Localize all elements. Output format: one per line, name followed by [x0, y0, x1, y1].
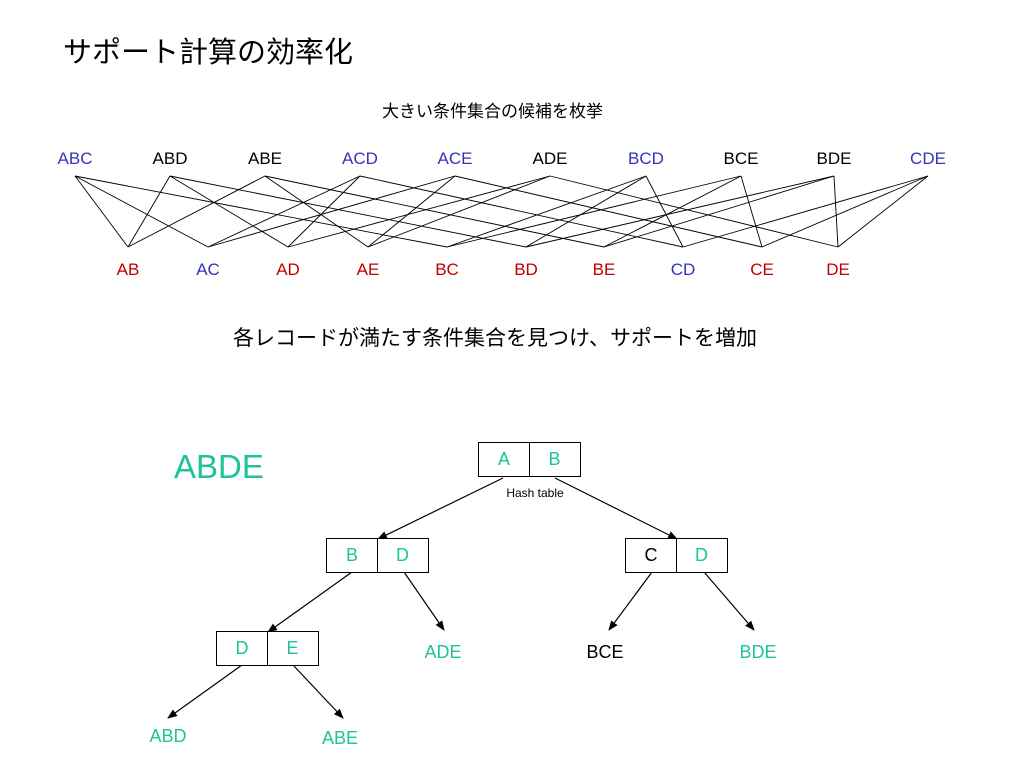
edge-leftleft-abd [167, 664, 243, 719]
leaf-itemset: ADE [424, 642, 462, 662]
lattice-edge-bde-bd [525, 175, 835, 248]
lattice-edge-bcd-bd [525, 175, 647, 248]
bottom-itemset-ab: AB [117, 260, 140, 279]
lattice-edge-bde-be [603, 175, 835, 248]
candidates-caption: 大きい条件集合の候補を枚挙 [382, 102, 603, 122]
top-itemset-bcd: BCD [628, 149, 664, 168]
slide-title: サポート計算の効率化 [63, 35, 354, 69]
bottom-itemset-bc: BC [435, 260, 459, 279]
hash-node-right: C D [625, 538, 728, 573]
leaf-itemset: BCE [586, 642, 624, 662]
bottom-itemset-bd: BD [514, 260, 538, 279]
lattice-edge-bce-bc [446, 175, 742, 248]
lattice-edge-cde-cd [682, 175, 929, 248]
top-itemset-ade: ADE [533, 149, 568, 168]
lattice-edge-acd-ad [287, 175, 361, 248]
lattice-edge-abe-be [264, 175, 605, 248]
lattice-edge-bcd-bc [446, 175, 647, 248]
hash-node-root: A B [478, 442, 581, 477]
record-label: ABDE [174, 448, 264, 485]
edge-left-leftleft [267, 571, 353, 633]
hash-cell: E [267, 632, 317, 665]
lattice-edge-abc-ac [74, 175, 209, 248]
lattice-edge-abe-ab [127, 175, 266, 248]
top-itemset-ace: ACE [438, 149, 473, 168]
top-itemset-abd: ABD [153, 149, 188, 168]
edge-root-left [377, 477, 504, 540]
bottom-itemset-ad: AD [276, 260, 300, 279]
leaf-itemset: BDE [739, 642, 777, 662]
lattice-edge-acd-ac [207, 175, 361, 248]
hash-cell: A [497, 449, 510, 469]
bottom-itemset-ac: AC [196, 260, 220, 279]
bottom-itemset-ce: CE [750, 260, 774, 279]
top-itemset-bce: BCE [724, 149, 759, 168]
edge-right-bde [703, 571, 755, 631]
hash-cell: C [644, 545, 658, 565]
edge-leftleft-abe [292, 664, 344, 719]
lattice-edge-bce-be [603, 175, 742, 248]
hash-cell: B [345, 545, 358, 565]
bottom-itemset-ae: AE [357, 260, 380, 279]
hash-table-label: Hash table [506, 486, 564, 500]
top-itemset-acd: ACD [342, 149, 378, 168]
leaf-itemset: ABD [149, 726, 187, 746]
lattice-edge-abd-ad [169, 175, 289, 248]
lattice-edge-abd-bd [169, 175, 527, 248]
lattice-edge-abd-ab [127, 175, 171, 248]
itemset-lattice: ABC ABD ABE ACD ACE ADE BCD BCE BDE CDE AB AC AD AE BC… [58, 149, 946, 279]
lattice-edge-abe-ae [264, 175, 369, 248]
bottom-itemset-de: DE [826, 260, 850, 279]
lattice-edge-ade-ad [287, 175, 551, 248]
top-itemset-cde: CDE [910, 149, 946, 168]
hash-cell: B [529, 443, 579, 476]
bottom-itemset-cd: CD [671, 260, 696, 279]
edge-left-ade [403, 571, 445, 631]
lattice-edge-abc-ab [74, 175, 129, 248]
records-caption: 各レコードが満たす条件集合を見つけ、サポートを増加 [233, 326, 757, 350]
lattice-edge-ace-ac [207, 175, 456, 248]
leaf-itemset: ABE [321, 728, 359, 748]
lattice-edge-bce-ce [740, 175, 763, 248]
lattice-edge-bcd-cd [645, 175, 684, 248]
lattice-edge-abc-bc [74, 175, 448, 248]
bottom-itemset-be: BE [593, 260, 616, 279]
edge-root-right [554, 477, 678, 540]
hash-node-left: B D [326, 538, 429, 573]
lattice-edge-ace-ae [367, 175, 456, 248]
hash-node-left-left: D E [216, 631, 319, 666]
lattice-edge-ade-ae [367, 175, 551, 248]
top-itemset-bde: BDE [817, 149, 852, 168]
lattice-edge-bde-de [833, 175, 839, 248]
lattice-edge-cde-de [837, 175, 929, 248]
hash-cell: D [676, 539, 726, 572]
top-itemset-abc: ABC [58, 149, 93, 168]
lattice-edge-cde-ce [761, 175, 929, 248]
top-itemset-abe: ABE [248, 149, 282, 168]
edge-right-bce [608, 571, 653, 631]
hash-cell: D [377, 539, 427, 572]
hash-cell: D [235, 638, 249, 658]
